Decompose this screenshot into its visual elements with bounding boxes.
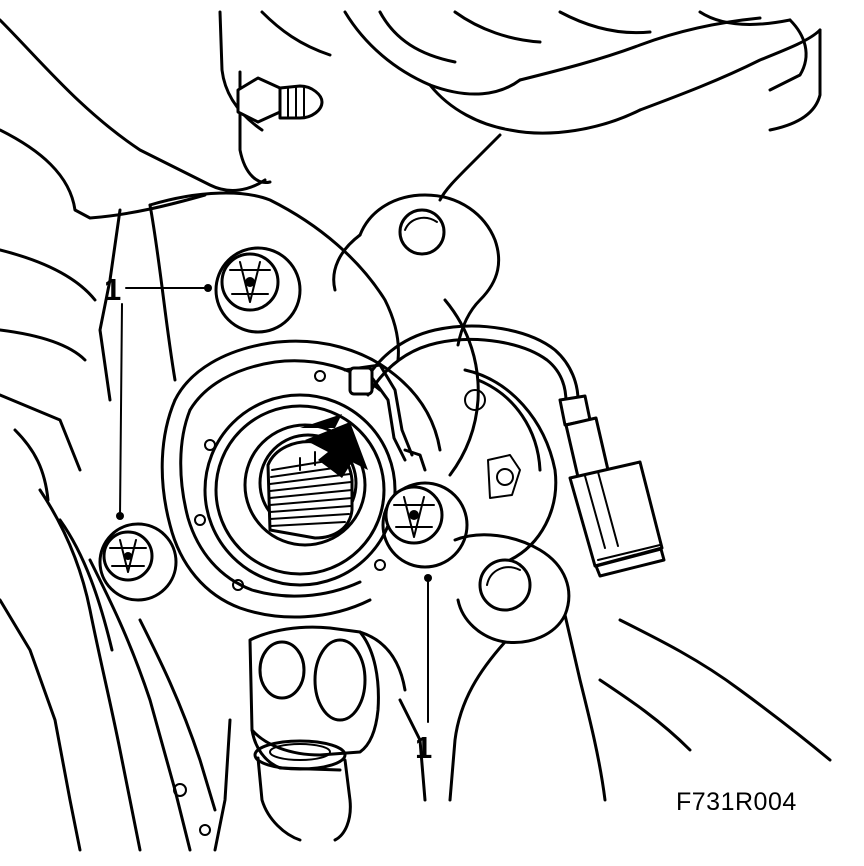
callout-label-1-bottom: 1 xyxy=(415,730,433,765)
lower-ball-joint xyxy=(213,625,427,852)
callout-leader-lines xyxy=(116,284,432,723)
figure-code: F731R004 xyxy=(676,788,797,816)
mounting-bolt-left xyxy=(98,522,178,602)
abs-sensor-cable xyxy=(343,324,580,472)
brake-backing-plate xyxy=(463,368,558,562)
wheel-bearing xyxy=(203,393,397,587)
steering-knuckle xyxy=(0,191,832,802)
drive-shaft-boot xyxy=(343,10,822,202)
abs-sensor-connector xyxy=(558,394,666,578)
upper-hex-bolt xyxy=(236,76,324,124)
rotation-arrow xyxy=(300,414,368,478)
mounting-bolt-top xyxy=(214,246,302,334)
suspension-upper-arm xyxy=(0,10,332,220)
callout-label-1-top: 1 xyxy=(104,272,122,307)
strut-body-left xyxy=(0,488,217,852)
mounting-bolt-right xyxy=(381,481,469,569)
